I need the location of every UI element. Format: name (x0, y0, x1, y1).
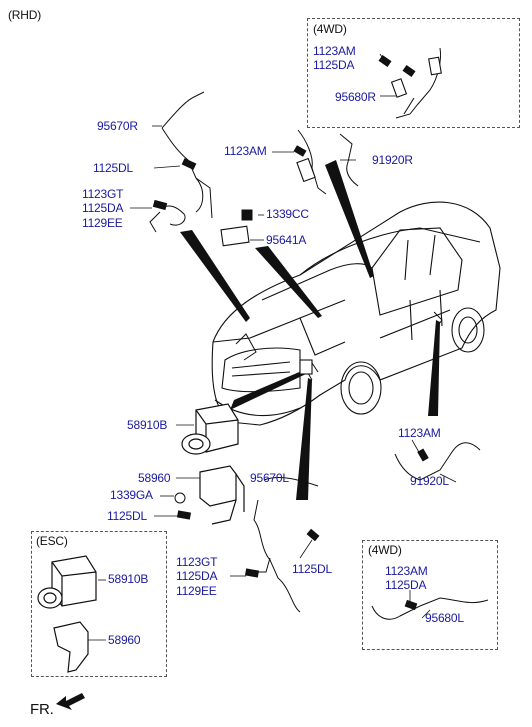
callout-95670L: 95670L (250, 471, 289, 485)
callout-1129EE-top: 1129EE (82, 216, 123, 230)
callout-1125DL-top: 1125DL (93, 161, 133, 175)
callout-1123GT-bot: 1123GT (176, 555, 218, 569)
esc-modulator (37, 555, 97, 609)
callout-1123AM-right: 1123AM (398, 426, 441, 440)
callout-1125DL-bot: 1125DL (292, 562, 332, 576)
leader-lines (88, 53, 457, 641)
esc-label-1: 58910B (108, 572, 149, 586)
abs-bracket (199, 465, 245, 525)
callout-58910B: 58910B (127, 418, 168, 432)
callout-1125DA-bot: 1125DA (176, 569, 218, 583)
drive-side-label: (RHD) (8, 8, 41, 22)
callout-1123GT-top: 1123GT (82, 187, 124, 201)
esc-title: (ESC) (36, 534, 68, 548)
rear-4wd-label-2: 1125DA (313, 58, 355, 72)
callout-91920R: 91920R (372, 153, 413, 167)
front-4wd-title: (4WD) (368, 543, 402, 557)
rear-4wd-title: (4WD) (313, 22, 347, 36)
front-4wd-label-3: 95680L (425, 611, 464, 625)
callout-1125DL-mid: 1125DL (107, 509, 147, 523)
callout-1339GA: 1339GA (110, 488, 153, 502)
esc-box (31, 531, 167, 677)
rear-4wd-label-3: 95680R (335, 90, 376, 104)
front-direction-label: FR. (30, 701, 54, 718)
callout-1129EE-bot: 1129EE (176, 584, 217, 598)
esc-bracket (53, 621, 89, 673)
rear-4wd-box (307, 18, 520, 128)
pointer-wedges (180, 160, 440, 500)
esc-label-2: 58960 (108, 633, 141, 647)
callout-58960: 58960 (138, 471, 171, 485)
front-arrow-icon (56, 693, 85, 710)
front-4wd-box (362, 540, 498, 650)
front-4wd-label-2: 1125DA (385, 578, 427, 592)
rear-4wd-label-1: 1123AM (313, 44, 356, 58)
callout-1125DA-top: 1125DA (82, 201, 124, 215)
callout-1339CC: 1339CC (266, 207, 309, 221)
abs-modulator (181, 403, 239, 455)
callout-91920L: 91920L (410, 474, 449, 488)
front-4wd-label-1: 1123AM (385, 564, 428, 578)
harnesses (149, 47, 489, 620)
sensor-modules (220, 56, 442, 375)
callout-95670R: 95670R (97, 119, 138, 133)
bolts (152, 54, 429, 611)
vehicle-body (211, 201, 501, 426)
callout-1123AM-mid: 1123AM (224, 144, 267, 158)
callout-95641A: 95641A (266, 233, 307, 247)
